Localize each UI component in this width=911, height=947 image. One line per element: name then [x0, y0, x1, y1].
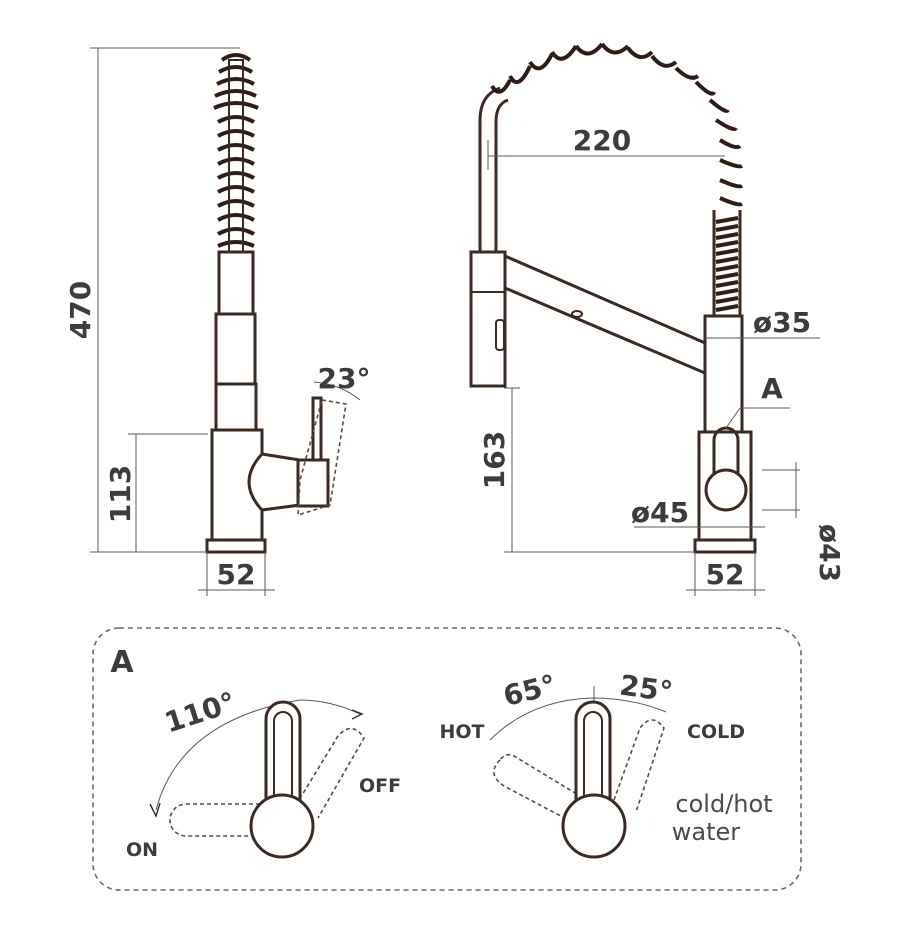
detail-title: A — [110, 645, 134, 680]
dim-base-width-right: 52 — [706, 558, 745, 591]
dim-handle-diameter: ø43 — [813, 524, 846, 582]
angle-arc-110 — [155, 699, 361, 811]
side-view-lever-block — [296, 458, 330, 508]
detail-angle-hot: 65° — [500, 668, 559, 713]
side-view-upper-tube — [217, 250, 255, 316]
label-hot: HOT — [439, 721, 484, 743]
label-on: ON — [126, 839, 158, 861]
side-view-sleeve — [214, 312, 257, 386]
front-view-handle-knob — [704, 468, 748, 512]
detail-a-panel: A 110° OFF ON 65° 25° — [92, 627, 802, 891]
dim-handle-angle: 23° — [318, 362, 371, 395]
detail-right-handle: 65° 25° HOT COLD cold/hot water — [439, 668, 773, 859]
front-view-spring-coil — [490, 42, 743, 316]
front-view-column — [703, 314, 744, 434]
side-view: 23° 470 113 52 — [64, 47, 371, 596]
dim-handle-height: 113 — [104, 465, 137, 523]
side-view-lever — [311, 396, 323, 462]
detail-right-knob — [561, 793, 627, 859]
dim-reach: 220 — [573, 124, 631, 157]
front-view-base — [693, 538, 757, 554]
side-view-mid-tube — [214, 382, 258, 432]
detail-left-knob — [249, 793, 315, 859]
dim-base-width-left: 52 — [217, 558, 256, 591]
angle-arc-hot-cold — [489, 697, 667, 741]
dim-total-height: 470 — [64, 281, 97, 339]
dim-tube-diameter: ø35 — [753, 306, 811, 339]
label-cold: COLD — [687, 721, 745, 743]
label-off: OFF — [359, 775, 401, 797]
side-view-lever-rotated — [297, 399, 347, 517]
detail-left-angle: 110° — [161, 686, 240, 740]
detail-marker-label: A — [761, 372, 783, 405]
front-view: 220 ø35 A 163 ø45 52 — [469, 42, 846, 596]
side-view-base — [205, 538, 267, 554]
side-view-lever-mount — [247, 452, 302, 512]
dim-base-diameter: ø45 — [631, 496, 689, 529]
handle-position-off — [295, 727, 365, 819]
handle-position-cold — [613, 719, 665, 813]
note-line-2: water — [672, 818, 741, 846]
detail-left-handle: 110° OFF ON — [126, 686, 401, 861]
front-view-spout-arm — [503, 253, 714, 379]
detail-frame — [92, 627, 802, 891]
spray-button-icon — [495, 319, 505, 351]
angle-arc-23 — [313, 381, 361, 401]
side-view-spring-coil — [213, 53, 259, 253]
note-line-1: cold/hot — [675, 790, 772, 818]
dim-spout-height: 163 — [478, 431, 511, 489]
detail-angle-cold: 25° — [618, 668, 675, 708]
